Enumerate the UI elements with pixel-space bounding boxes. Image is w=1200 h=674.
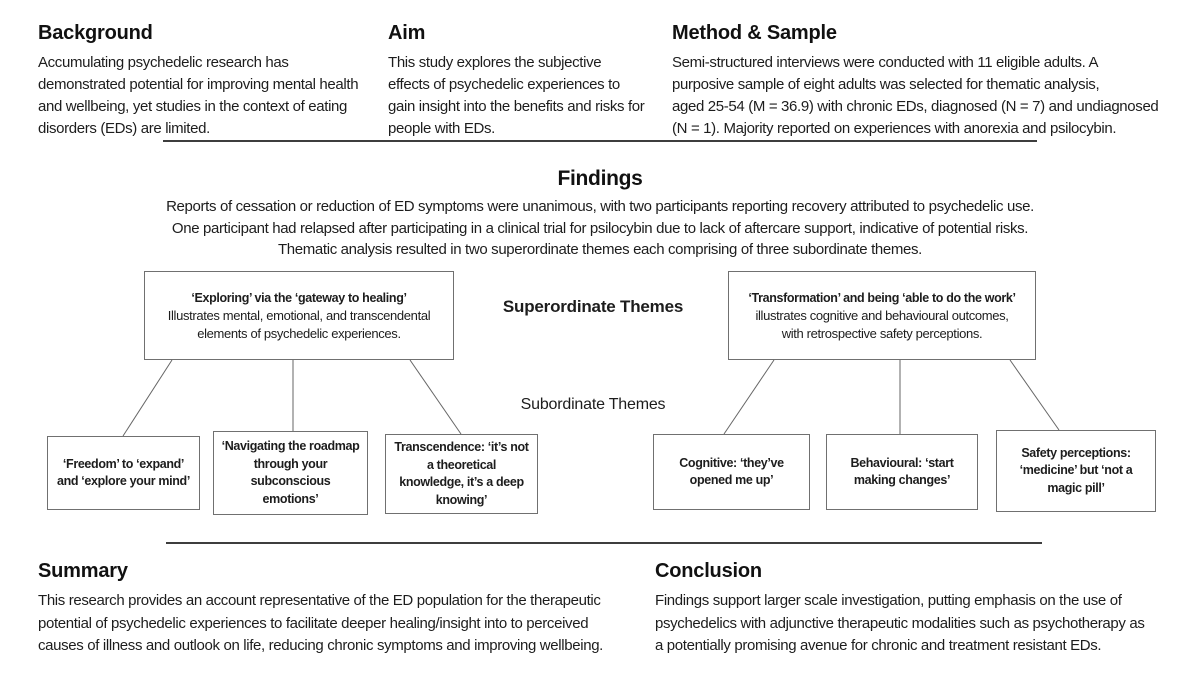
method-body: Semi-structured interviews were conducte… (672, 54, 1159, 137)
background-section: Background Accumulating psychedelic rese… (38, 22, 383, 140)
conclusion-title: Conclusion (655, 560, 762, 582)
background-title: Background (38, 22, 153, 44)
conclusion-section: Conclusion Findings support larger scale… (655, 560, 1185, 658)
summary-title: Summary (38, 560, 128, 582)
aim-title: Aim (388, 22, 426, 44)
findings-title: Findings (557, 167, 643, 190)
conclusion-body: Findings support larger scale investigat… (655, 592, 1145, 654)
subordinate-themes-label: Subordinate Themes (520, 396, 666, 413)
summary-body: This research provides an account repres… (38, 592, 603, 654)
findings-body: Reports of cessation or reduction of ED … (166, 198, 1034, 258)
superordinate-theme-description: illustrates cognitive and behavioural ou… (755, 307, 1009, 341)
summary-section: Summary This research provides an accoun… (38, 560, 638, 658)
top-divider (163, 140, 1037, 142)
bottom-divider (166, 542, 1042, 544)
superordinate-theme-box-transformation: ‘Transformation’ and being ‘able to do t… (728, 271, 1036, 360)
superordinate-theme-description: Illustrates mental, emotional, and trans… (167, 307, 431, 341)
findings-section: Findings Reports of cessation or reducti… (0, 167, 1200, 261)
subordinate-theme-text: Safety perceptions:‘medicine’ but ‘not a… (1019, 445, 1133, 495)
superordinate-themes-label: Superordinate Themes (502, 297, 684, 316)
subordinate-theme-box-safety: Safety perceptions:‘medicine’ but ‘not a… (996, 430, 1156, 512)
subordinate-theme-text: ‘Freedom’ to ‘expand’and ‘explore your m… (57, 456, 190, 489)
superordinate-theme-title: ‘Exploring’ via the ‘gateway to healing’ (191, 290, 407, 305)
subordinate-theme-box-freedom: ‘Freedom’ to ‘expand’and ‘explore your m… (47, 436, 200, 510)
superordinate-theme-box-exploring: ‘Exploring’ via the ‘gateway to healing’… (144, 271, 454, 360)
method-section: Method & Sample Semi-structured intervie… (672, 22, 1182, 140)
method-title: Method & Sample (672, 22, 837, 44)
superordinate-theme-title: ‘Transformation’ and being ‘able to do t… (748, 290, 1016, 305)
